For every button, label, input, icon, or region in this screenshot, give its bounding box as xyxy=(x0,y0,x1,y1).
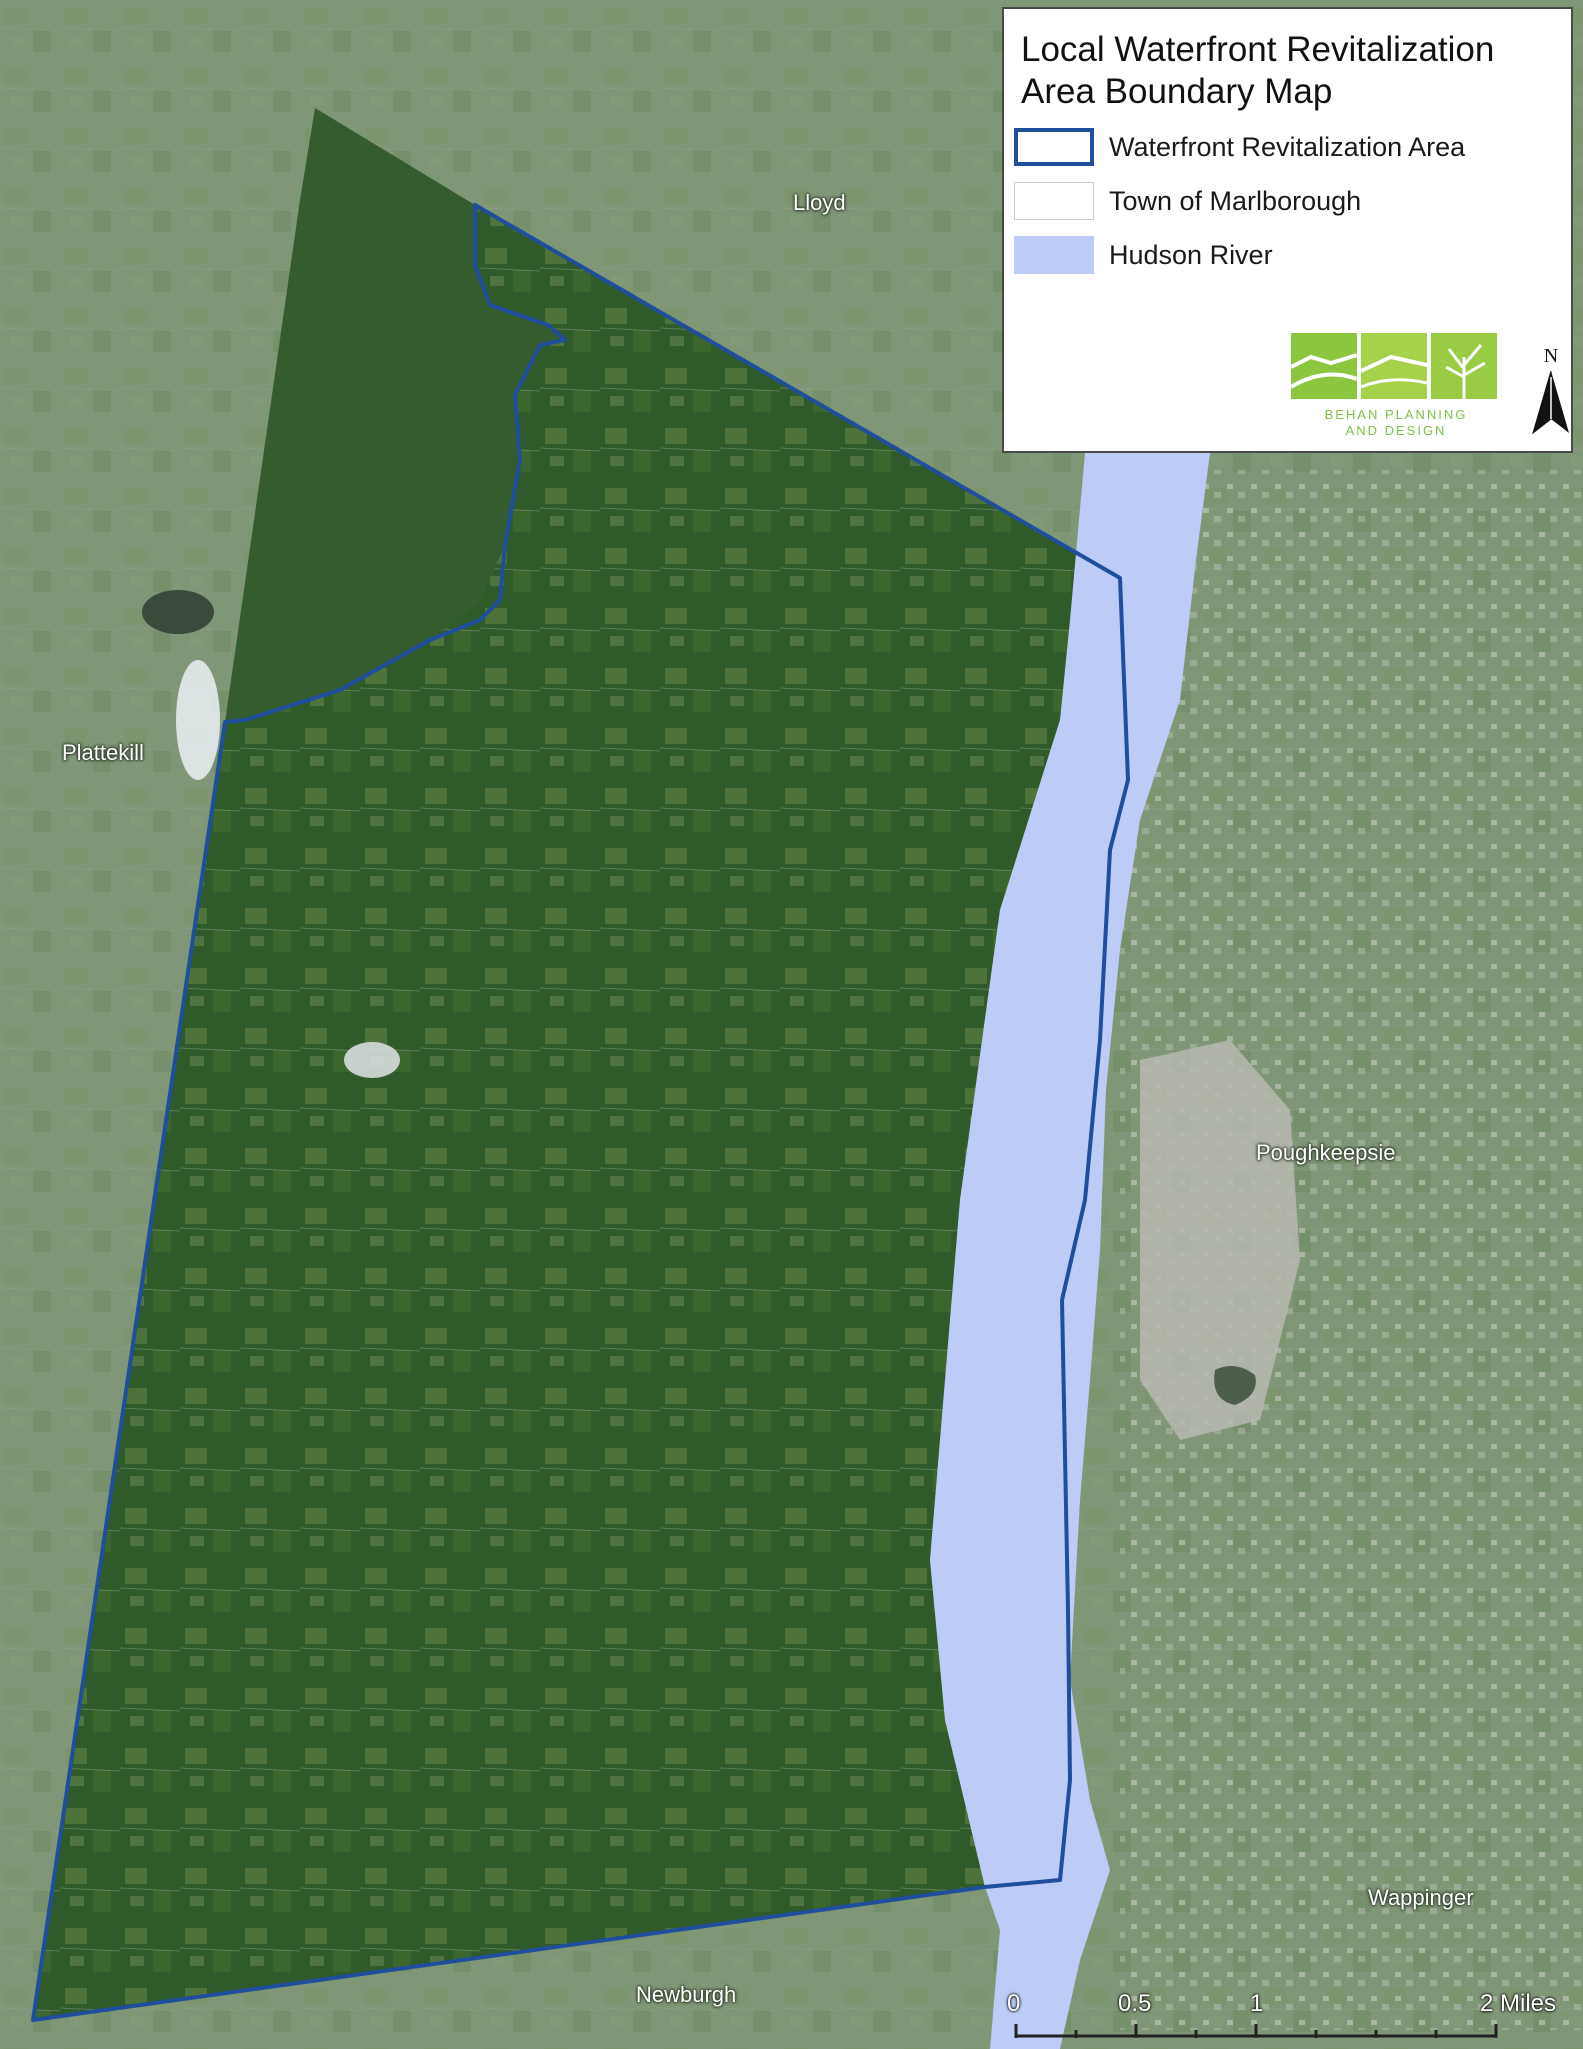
place-label-newburgh: Newburgh xyxy=(636,1982,737,2007)
legend-title: Local Waterfront Revitalization Area Bou… xyxy=(1021,29,1541,113)
scale-label-0: 0 xyxy=(1007,1990,1021,2017)
behan-planning-logo: BEHAN PLANNING AND DESIGN xyxy=(1291,327,1501,447)
scale-label-2: 2 Miles xyxy=(1480,1990,1557,2017)
north-label: N xyxy=(1543,345,1559,367)
scale-bar-graphic xyxy=(1014,2024,1498,2038)
quarry-area xyxy=(1140,1040,1300,1440)
scale-label-1: 1 xyxy=(1250,1990,1264,2017)
logo-text: BEHAN PLANNING AND DESIGN xyxy=(1291,407,1501,439)
town-swatch xyxy=(1014,182,1094,220)
river-swatch xyxy=(1014,236,1094,274)
waterfront-revitalization-boundary xyxy=(31,203,1130,2022)
west-lake xyxy=(142,590,214,634)
town-north-area xyxy=(225,108,565,722)
quarry-pond xyxy=(1214,1366,1256,1405)
cloud xyxy=(344,1042,400,1078)
map-legend: Local Waterfront Revitalization Area Bou… xyxy=(1002,7,1573,453)
legend-item-label: Waterfront Revitalization Area xyxy=(1109,132,1466,162)
legend-item-label: Hudson River xyxy=(1109,240,1273,270)
logo-line1: BEHAN PLANNING xyxy=(1324,407,1468,422)
behan-planning-logo-icon xyxy=(1291,333,1497,399)
legend-item-label: Town of Marlborough xyxy=(1109,186,1362,216)
place-label-plattekill: Plattekill xyxy=(62,740,144,765)
waterfront-area-swatch xyxy=(1014,128,1094,166)
north-arrow-icon xyxy=(1532,370,1569,435)
revitalization-area-texture xyxy=(33,205,1120,2020)
scale-bar: 0 0.5 1 2 Miles xyxy=(1007,1990,1580,2049)
place-label-poughkeepsie: Poughkeepsie xyxy=(1256,1140,1396,1165)
cloud xyxy=(176,660,220,780)
logo-line2: AND DESIGN xyxy=(1345,423,1447,438)
north-arrow: N xyxy=(1531,345,1571,435)
legend-title-line2: Area Boundary Map xyxy=(1021,72,1333,111)
legend-title-line1: Local Waterfront Revitalization xyxy=(1021,30,1495,69)
hudson-river xyxy=(930,453,1210,2049)
scale-label-half: 0.5 xyxy=(1118,1990,1152,2017)
place-label-lloyd: Lloyd xyxy=(793,190,846,215)
place-label-wappinger: Wappinger xyxy=(1368,1885,1474,1910)
